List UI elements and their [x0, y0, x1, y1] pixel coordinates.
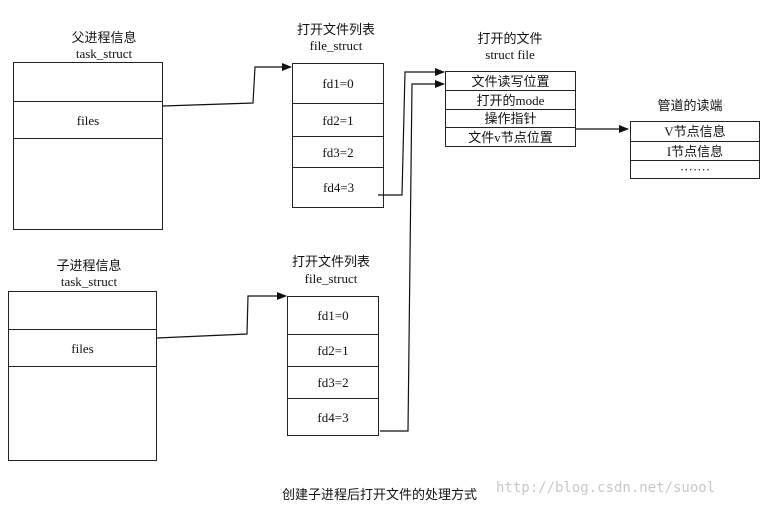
child-process-title: 子进程信息: [56, 258, 122, 273]
open-file-field-label: 操作指针: [484, 111, 537, 126]
child-task-struct-top-cell: [9, 292, 156, 330]
open-file-field: 操作指针: [446, 110, 575, 128]
open-file-struct-label: struct file: [485, 47, 535, 62]
parent-fd-row: fd2=1: [293, 104, 383, 137]
open-file-field-label: 文件v节点位置: [468, 129, 553, 145]
child-task-struct-box: files: [8, 291, 157, 461]
parent-files-label: files: [76, 112, 100, 128]
parent-fd-label: fd4=3: [323, 180, 355, 195]
child-fd4-to-open-file-arrow: [380, 80, 445, 432]
child-files-to-file-table-arrow: [156, 292, 287, 339]
parent-fd-row: fd1=0: [293, 64, 383, 104]
ellipsis-label: ·······: [679, 162, 711, 177]
vnode-info-label: V节点信息: [664, 124, 726, 139]
parent-fd-row: fd3=2: [293, 137, 383, 168]
open-file-field: 文件读写位置: [446, 72, 575, 91]
child-fd-row: fd4=3: [288, 399, 378, 435]
open-file-field-label: 打开的mode: [476, 92, 545, 108]
inode-info-label: I节点信息: [666, 143, 724, 159]
parent-files-cell: files: [14, 102, 162, 139]
pipe-read-end-box: V节点信息 I节点信息 ·······: [630, 121, 760, 179]
child-task-struct-label: task_struct: [60, 274, 118, 289]
parent-file-table-box: fd1=0 fd2=1 fd3=2 fd4=3: [292, 63, 384, 208]
child-fd-row: fd3=2: [288, 367, 378, 399]
child-files-label: files: [71, 340, 94, 356]
open-file-title: 打开的文件: [477, 31, 543, 46]
child-fd-label: fd1=0: [317, 308, 349, 323]
ellipsis-row: ·······: [631, 161, 759, 178]
child-files-cell: files: [9, 330, 156, 367]
parent-task-struct-box: files: [13, 62, 163, 230]
vnode-info-row: V节点信息: [631, 122, 759, 142]
child-fd-row: fd2=1: [288, 335, 378, 367]
open-file-field: 文件v节点位置: [446, 128, 575, 146]
child-fd-label: fd4=3: [317, 409, 349, 425]
child-fd-label: fd2=1: [317, 343, 349, 358]
parent-process-title: 父进程信息: [71, 30, 137, 45]
child-file-table-title: 打开文件列表: [291, 254, 370, 269]
pipe-read-end-title: 管道的读端: [657, 98, 723, 113]
parent-file-struct-label: file_struct: [309, 38, 363, 53]
inode-info-row: I节点信息: [631, 142, 759, 161]
child-file-table-box: fd1=0 fd2=1 fd3=2 fd4=3: [287, 296, 379, 436]
parent-task-struct-top-cell: [14, 63, 162, 102]
child-fd-label: fd3=2: [317, 375, 349, 390]
figure-caption: 创建子进程后打开文件的处理方式: [282, 488, 478, 503]
parent-files-to-file-table-arrow: [162, 63, 292, 107]
parent-fd-label: fd3=2: [322, 144, 354, 160]
watermark: http://blog.csdn.net/suool: [496, 480, 716, 496]
open-file-box: 文件读写位置 打开的mode 操作指针 文件v节点位置: [445, 71, 576, 147]
parent-fd4-to-open-file-arrow: [378, 68, 445, 196]
open-file-field-label: 文件读写位置: [471, 73, 550, 89]
parent-task-struct-label: task_struct: [75, 46, 133, 61]
parent-fd-label: fd1=0: [322, 76, 354, 91]
child-fd-row: fd1=0: [288, 297, 378, 335]
child-file-struct-label: file_struct: [304, 271, 358, 286]
parent-fd-row: fd4=3: [293, 168, 383, 207]
parent-fd-label: fd2=1: [322, 112, 354, 128]
open-file-field: 打开的mode: [446, 91, 575, 110]
parent-file-table-title: 打开文件列表: [296, 22, 375, 37]
